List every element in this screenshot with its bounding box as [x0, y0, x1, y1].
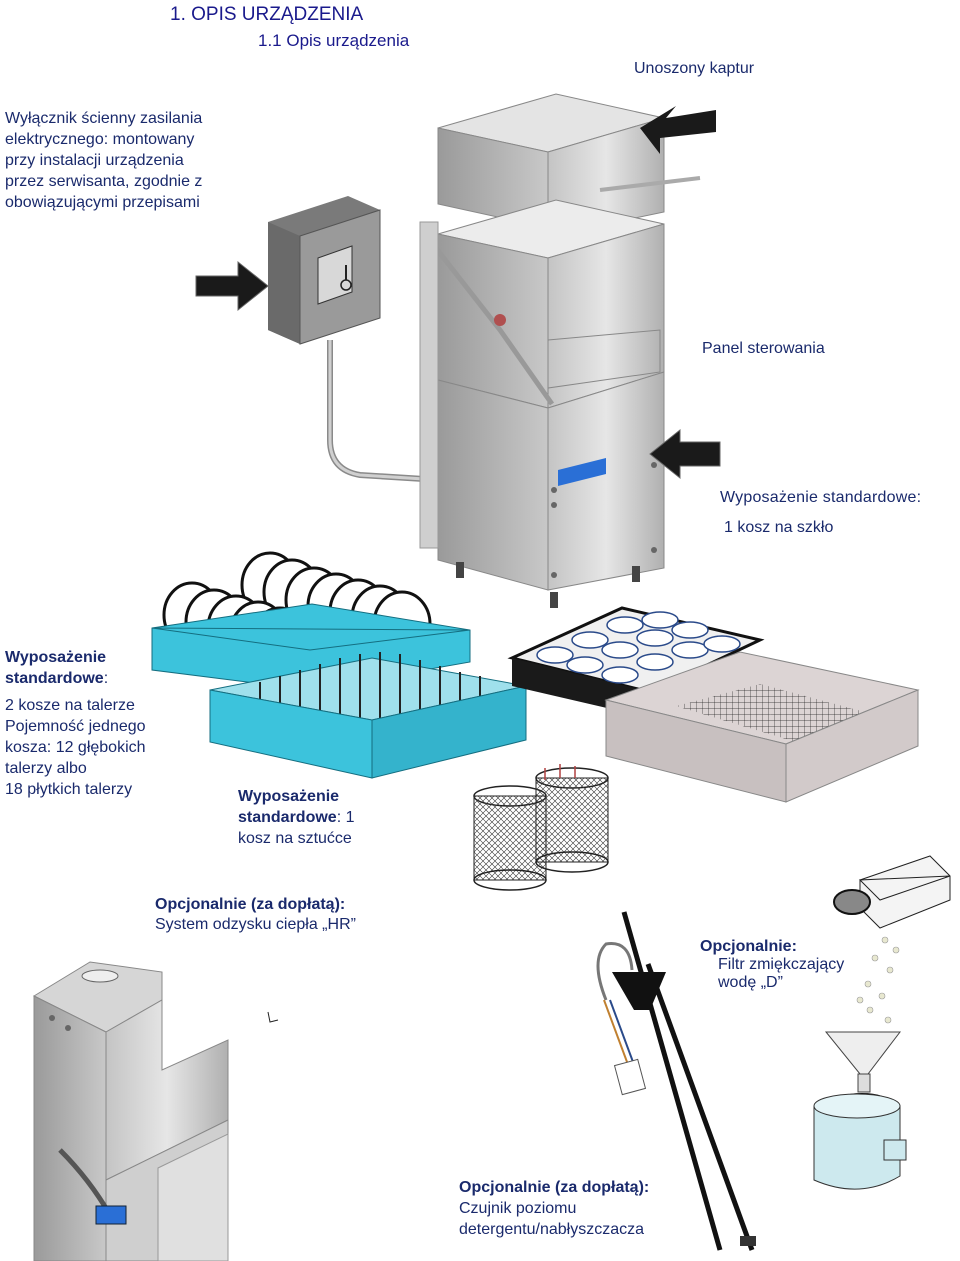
level-sensor-title: Opcjonalnie (za dopłatą): [459, 1179, 650, 1196]
hood-label: Unoszony kaptur [634, 60, 755, 77]
level-sensor-line: Czujnik poziomu [459, 1200, 577, 1217]
cutlery-basket-title-2-wrap: standardowe: 1 [238, 807, 354, 828]
heat-recovery-label: Opcjonalnie (za dopłatą): System odzysku… [155, 895, 356, 935]
cutlery-basket-title-1: Wyposażenie [238, 788, 340, 805]
wall-switch-line: przy instalacji urządzenia [5, 152, 184, 169]
plate-baskets-illustration [151, 551, 527, 779]
water-softener-title: Opcjonalnie: [700, 938, 797, 955]
plate-baskets-title-2-wrap: standardowe: [5, 668, 146, 689]
level-sensor-illustration [596, 911, 756, 1251]
plate-baskets-line: 2 kosze na talerze [5, 697, 135, 714]
cutlery-basket-title-suffix: : 1 [336, 809, 355, 826]
heat-recovery-title: Opcjonalnie (za dopłatą): [155, 896, 346, 913]
control-panel-label: Panel sterowania [702, 340, 825, 357]
cutlery-basket-text: kosz na sztućce [238, 830, 352, 847]
glass-basket-title: Wyposażenie standardowe: [720, 489, 922, 506]
wall-switch-line: Wyłącznik ścienny zasilania [5, 110, 203, 127]
glass-basket-text: 1 kosz na szkło [724, 519, 834, 536]
water-softener-line: Filtr zmiękczający [718, 956, 845, 973]
plate-baskets-title-1: Wyposażenie [5, 649, 107, 666]
wall-switch-line: elektrycznego: montowany [5, 131, 195, 148]
section-heading: 1. OPIS URZĄDZENIA [170, 4, 364, 25]
water-softener-illustration [813, 855, 951, 1190]
water-softener-label: Opcjonalnie: Filtr zmiękczający wodę „D” [700, 938, 844, 992]
cutlery-basket-illustration [473, 764, 609, 891]
plate-baskets-title-suffix: : [103, 670, 109, 687]
plate-baskets-line: Pojemność jednego [5, 718, 146, 735]
wall-switch-illustration [268, 196, 441, 483]
level-sensor-label: Opcjonalnie (za dopłatą): Czujnik poziom… [459, 1177, 649, 1240]
heat-recovery-illustration [32, 961, 279, 1261]
cutlery-basket-label: Wyposażenie standardowe: 1 kosz na sztuć… [238, 786, 354, 849]
second-glass-rack-illustration [604, 651, 920, 803]
wall-switch-line: obowiązującymi przepisami [5, 194, 200, 211]
level-sensor-line: detergentu/nabłyszczacza [459, 1221, 644, 1238]
plate-baskets-line: talerzy albo [5, 760, 87, 777]
plate-baskets-line: 18 płytkich talerzy [5, 781, 133, 798]
plate-baskets-label: Wyposażenie standardowe: 2 kosze na tale… [5, 647, 146, 800]
black-arrow-icon [195, 106, 721, 480]
plate-baskets-title-2: standardowe [5, 670, 104, 687]
water-softener-line: wodę „D” [718, 974, 783, 991]
cutlery-basket-title-2: standardowe [238, 809, 337, 826]
plate-baskets-line: kosza: 12 głębokich [5, 739, 146, 756]
dishwasher-illustration [419, 93, 701, 608]
wall-switch-line: przez serwisanta, zgodnie z [5, 173, 203, 190]
heat-recovery-text: System odzysku ciepła „HR” [155, 916, 356, 933]
section-subheading: 1.1 Opis urządzenia [258, 31, 410, 50]
wall-switch-label: Wyłącznik ścienny zasilania elektryczneg… [5, 108, 202, 213]
